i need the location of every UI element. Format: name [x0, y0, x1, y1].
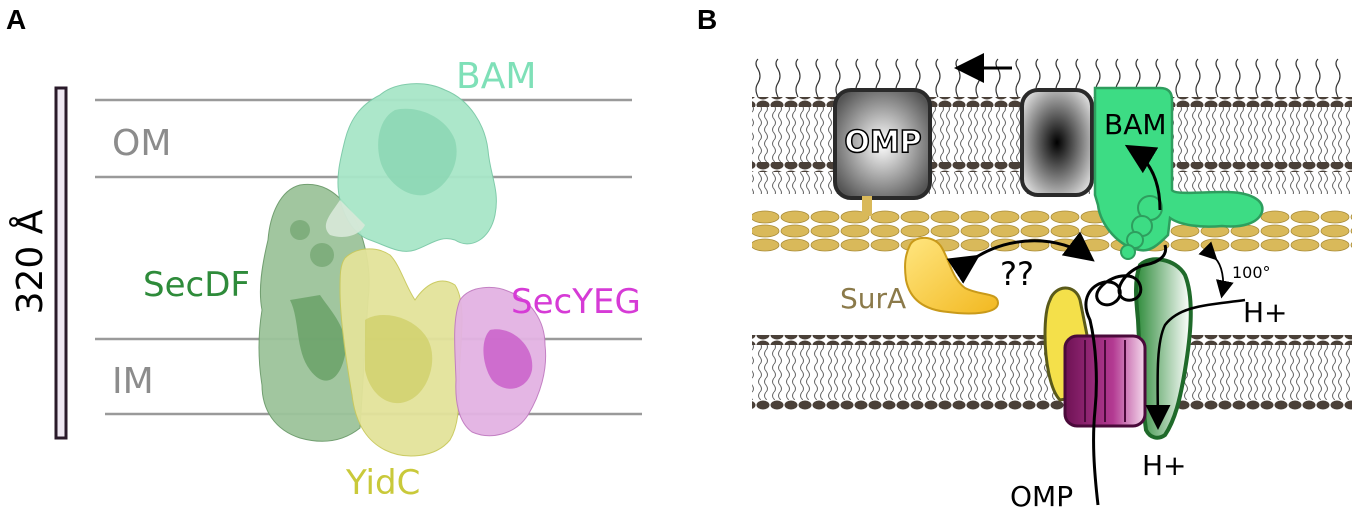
lps-chain	[1275, 58, 1281, 98]
lps-chain	[1235, 58, 1241, 98]
omp-strand	[1084, 244, 1168, 506]
potra-4	[1120, 244, 1136, 260]
im-headgroups-bottom	[752, 400, 1352, 410]
lps-chain	[795, 58, 801, 98]
bam-label: BAM	[456, 56, 536, 97]
secdf-b	[1134, 257, 1193, 440]
lps-chain	[1175, 58, 1181, 98]
im-label: IM	[112, 361, 154, 402]
lps-chain	[1195, 58, 1201, 98]
proton-top-label: H+	[1243, 296, 1288, 329]
unknown-handover-arrow	[946, 231, 1095, 284]
secyeg-label: SecYEG	[511, 282, 641, 322]
secdf-core	[290, 295, 346, 381]
lps-chain	[1315, 58, 1321, 98]
rotation-arrow	[1198, 241, 1234, 299]
lps-chain	[755, 58, 761, 98]
lps-chain	[775, 58, 781, 98]
sura-label: SurA	[840, 282, 906, 315]
secdf-label: SecDF	[143, 265, 250, 305]
bam-tail	[325, 200, 365, 237]
bam-label-b: BAM	[1104, 108, 1167, 141]
secdf-knob-1	[290, 220, 310, 240]
scale-label: 320 Å	[8, 209, 51, 314]
proton-bottom-label: H+	[1142, 449, 1187, 482]
panel-a-letter: A	[6, 4, 27, 35]
yidc-core	[365, 315, 433, 404]
omp-anchor	[862, 196, 872, 216]
bam-insertion-arrow	[1124, 144, 1162, 211]
lps-chain	[1015, 58, 1021, 98]
yidc-label: YidC	[345, 463, 420, 503]
lps-layer	[755, 58, 1341, 98]
lps-chain	[1295, 58, 1301, 98]
scale-bar	[54, 86, 68, 440]
bam-complex	[1093, 86, 1264, 252]
omp-box-label: OMP	[844, 125, 921, 160]
angle-label: 100°	[1232, 263, 1271, 282]
proton-path-arrow	[1145, 298, 1246, 430]
lps-chain	[1255, 58, 1261, 98]
secyeg-core	[483, 329, 533, 389]
lps-chain	[995, 58, 1001, 98]
lps-chain	[835, 58, 841, 98]
omp-strand-label: OMP	[1010, 480, 1073, 513]
secdf-knob-2	[310, 243, 334, 267]
lps-chain	[955, 58, 961, 98]
bama-barrel	[1020, 88, 1094, 197]
lps-chain	[815, 58, 821, 98]
bam-core	[378, 108, 457, 196]
peptidoglycan-layer	[752, 210, 1352, 252]
panel-b-letter: B	[697, 4, 718, 35]
omp-barrel-box	[833, 88, 932, 200]
potra-3	[1126, 231, 1144, 249]
lps-chain	[1215, 58, 1221, 98]
lps-chain	[935, 58, 941, 98]
unknown-label: ??	[1000, 255, 1034, 293]
lps-chain	[975, 58, 981, 98]
lps-chain	[1335, 58, 1341, 98]
om-label: OM	[112, 123, 171, 164]
